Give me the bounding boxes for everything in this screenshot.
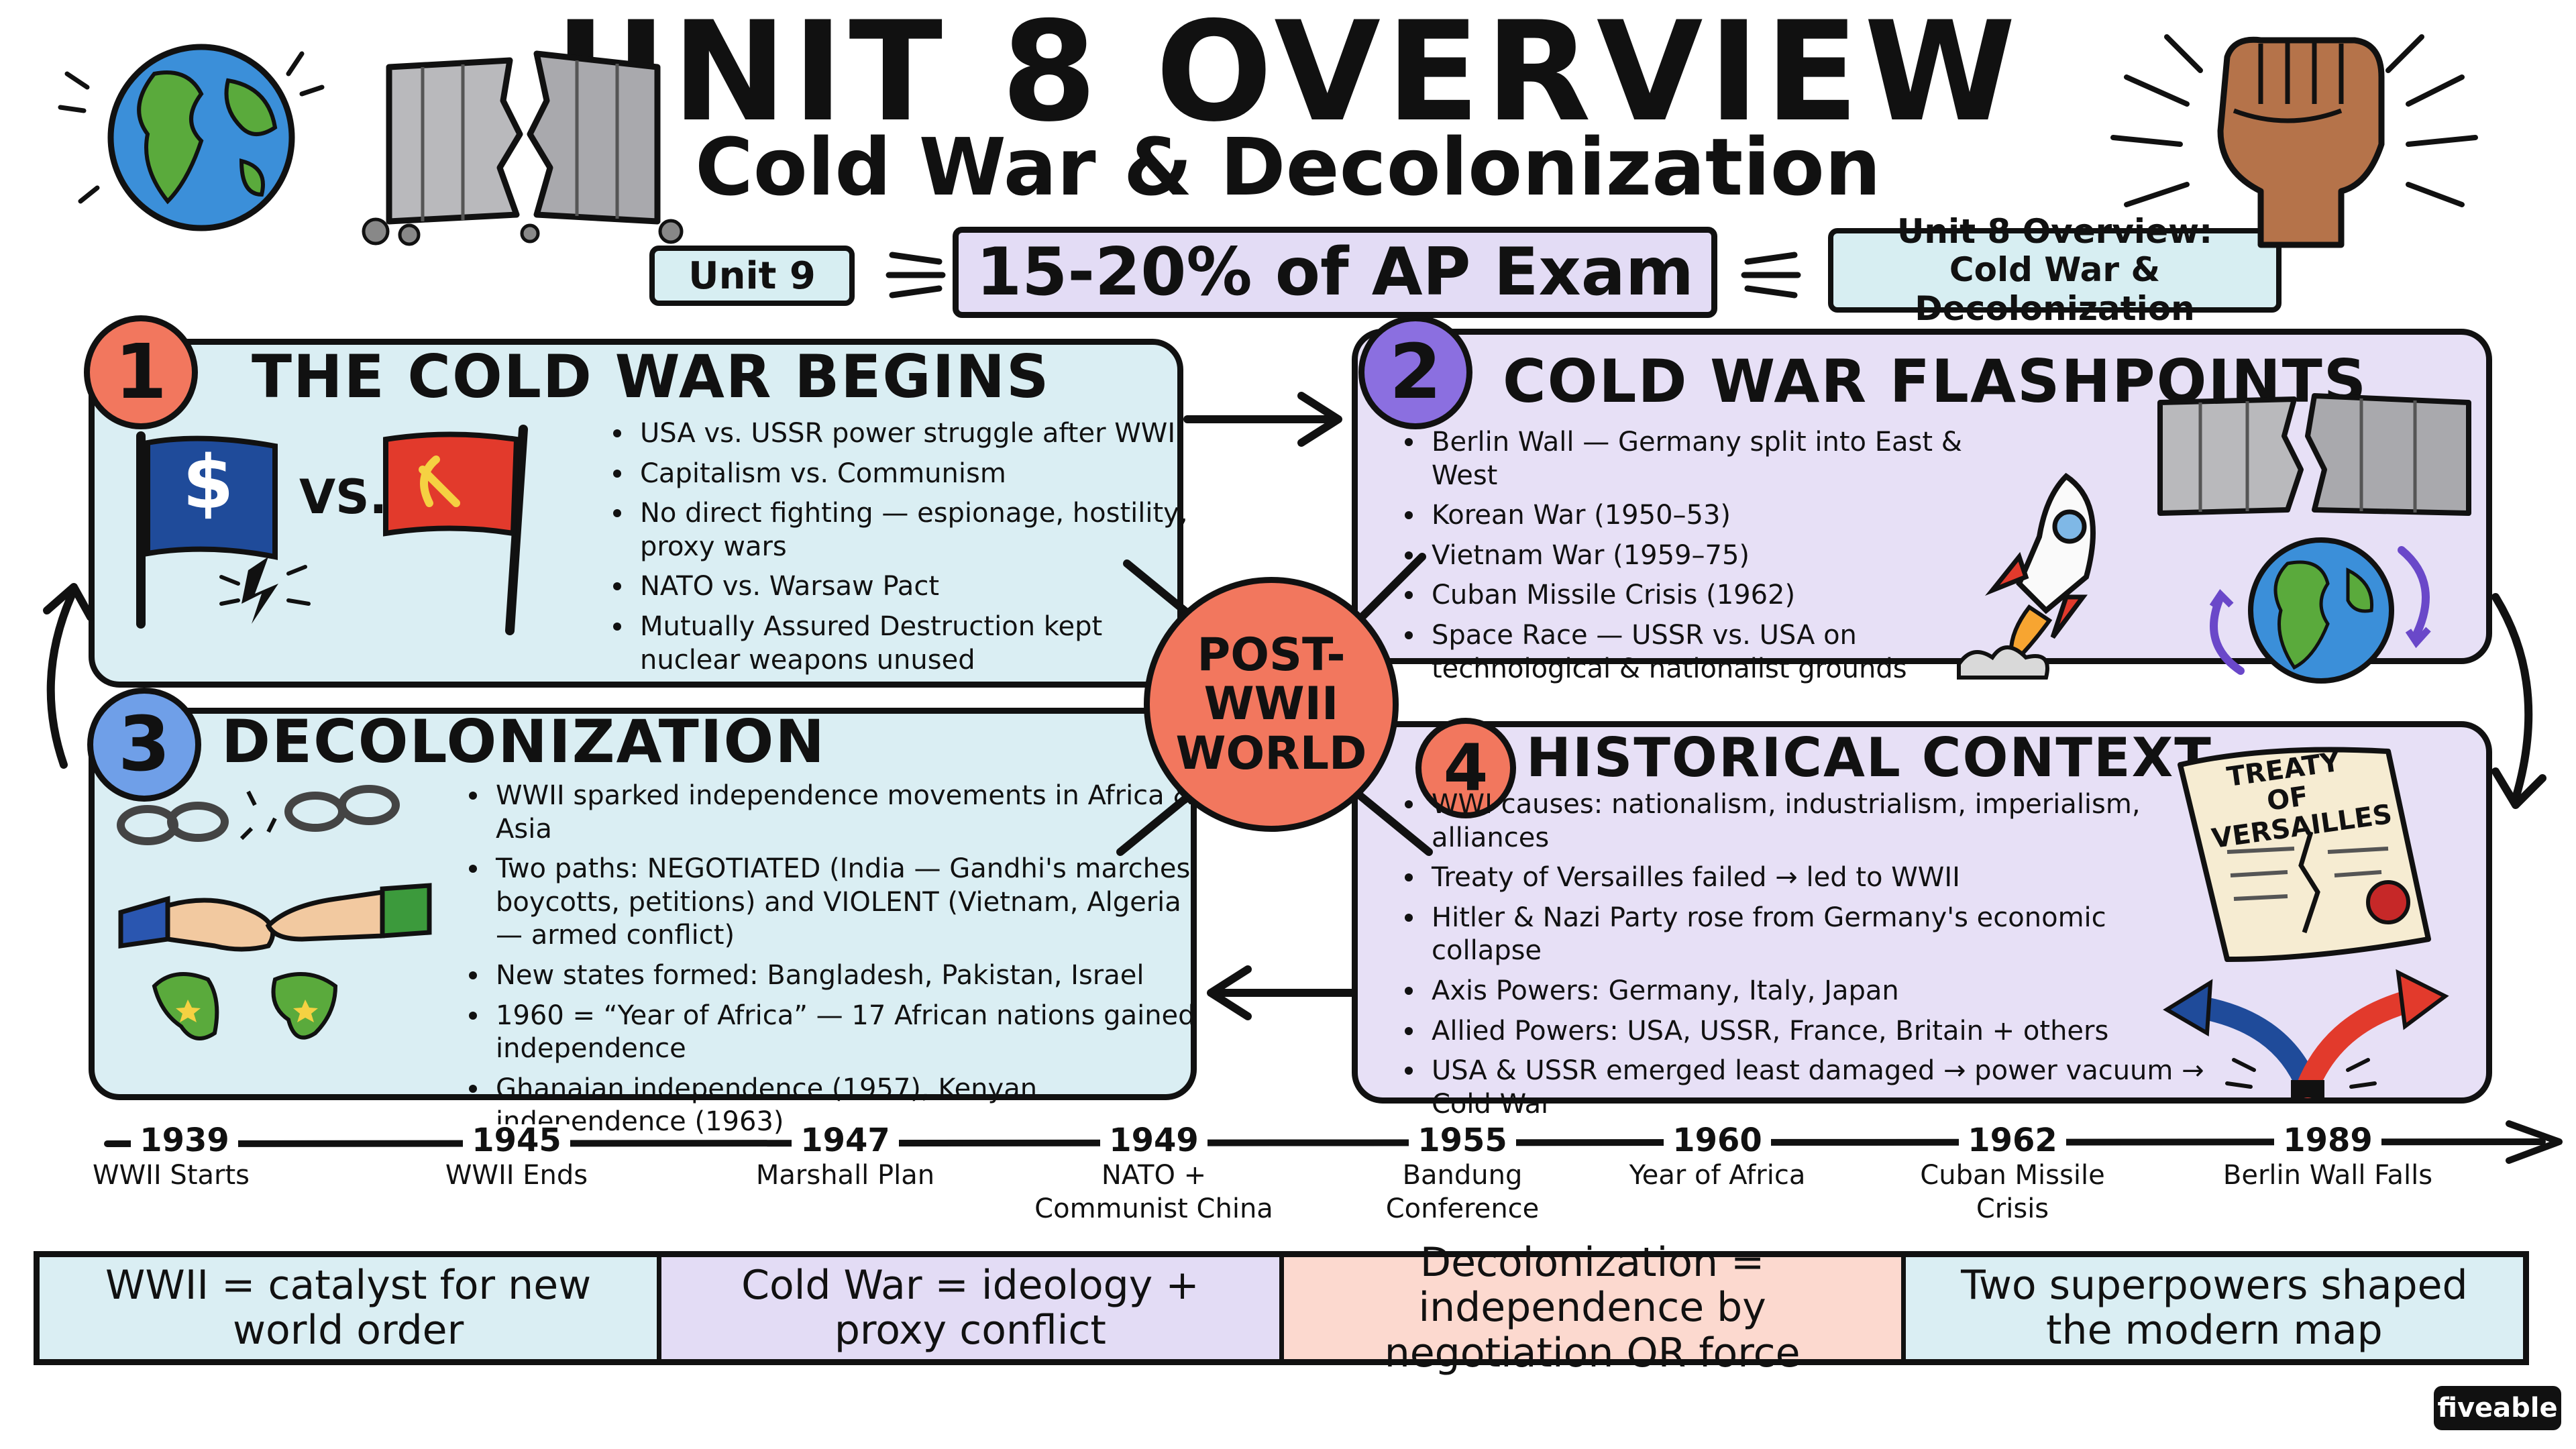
timeline-label: WWII Ends	[445, 1160, 588, 1191]
list-item: Vietnam War (1959–75)	[1405, 539, 1995, 573]
berlin-wall-icon	[2157, 393, 2471, 516]
list-item: Two paths: NEGOTIATED (India — Gandhi's …	[469, 853, 1207, 953]
brand-logo: fiveable	[2434, 1386, 2561, 1430]
timeline-event: 1949	[1100, 1124, 1208, 1157]
arrow-up-icon	[43, 583, 95, 769]
timeline-label: Bandung Conference	[1385, 1160, 1540, 1224]
summary-strip: WWII = catalyst for new world order Cold…	[34, 1240, 2529, 1375]
bullet-list-flashpoints: Berlin Wall — Germany split into East & …	[1402, 426, 1995, 692]
page-title: UNIT 8 OVERVIEW	[555, 0, 2021, 152]
section-title-3: DECOLONIZATION	[221, 707, 826, 776]
timeline-event: 1955	[1409, 1124, 1516, 1157]
broken-chains-handshake-africa-icon	[117, 785, 432, 1040]
list-item: New states formed: Bangladesh, Pakistan,…	[469, 959, 1207, 993]
timeline-year: 1947	[792, 1124, 899, 1157]
page-subtitle: Cold War & Decolonization	[695, 121, 1881, 213]
section-title-1: THE COLD WAR BEGINS	[252, 342, 1051, 411]
section-number-4: 4	[1415, 718, 1516, 818]
timeline-label: WWII Starts	[93, 1160, 250, 1191]
timeline-label: Cuban Missile Crisis	[1920, 1160, 2105, 1224]
emphasis-lines-icon	[885, 252, 946, 299]
timeline-year: 1960	[1664, 1124, 1771, 1157]
berlin-wall-icon	[362, 50, 684, 246]
diverging-arrows-icon	[2163, 969, 2449, 1098]
section-title-4: HISTORICAL CONTEXT	[1526, 727, 2212, 789]
unit-tag-line1: Unit 8 Overview:	[1896, 211, 2213, 251]
summary-cell: WWII = catalyst for new world order	[40, 1257, 657, 1359]
bullet-list-historical-context: WWI causes: nationalism, industrialism, …	[1402, 788, 2216, 1128]
hub-connector-lines	[1116, 553, 1433, 856]
list-item: Mutually Assured Destruction kept nuclea…	[613, 610, 1197, 677]
timeline-label: Marshall Plan	[755, 1160, 935, 1191]
raised-fist-icon	[2110, 34, 2478, 248]
timeline-label: Year of Africa	[1629, 1160, 1806, 1191]
list-item: NATO vs. Warsaw Pact	[613, 570, 1197, 604]
section-number-1: 1	[84, 315, 198, 429]
post-wwii-world-hub: POST- WWII WORLD	[1144, 577, 1399, 832]
timeline-event: 1945	[463, 1124, 570, 1157]
list-item: Berlin Wall — Germany split into East & …	[1405, 426, 1995, 492]
summary-cell: Two superpowers shaped the modern map	[1900, 1257, 2523, 1359]
summary-cell: Cold War = ideology + proxy conflict	[657, 1257, 1279, 1359]
rocket-icon	[1957, 472, 2096, 680]
summary-cell: Decolonization = independence by negotia…	[1279, 1240, 1901, 1375]
timeline-label: Berlin Wall Falls	[2222, 1160, 2433, 1191]
panel-cold-war-begins	[89, 339, 1183, 688]
globe-rotation-icon	[2209, 537, 2431, 684]
timeline-year: 1955	[1409, 1124, 1516, 1157]
vs-label: VS.	[299, 470, 388, 525]
list-item: Korean War (1950–53)	[1405, 499, 1995, 533]
section-number-3: 3	[87, 688, 201, 802]
timeline-year: 1939	[131, 1124, 238, 1157]
list-item: WWII sparked independence movements in A…	[469, 780, 1207, 846]
timeline-event: 1962	[1959, 1124, 2066, 1157]
emphasis-lines-icon	[1741, 252, 1801, 299]
timeline-event: 1939	[131, 1124, 238, 1157]
globe-icon	[58, 44, 325, 231]
list-item: Hitler & Nazi Party rose from Germany's …	[1405, 902, 2216, 968]
bullet-list-decolonization: WWII sparked independence movements in A…	[466, 780, 1207, 1146]
arrow-down-icon	[2491, 593, 2546, 809]
timeline-event: 1947	[792, 1124, 899, 1157]
dollar-sign: $	[182, 439, 234, 525]
list-item: Space Race — USSR vs. USA on technologic…	[1405, 619, 1995, 686]
list-item: USA & USSR emerged least damaged → power…	[1405, 1055, 2216, 1121]
timeline-label: NATO + Communist China	[1034, 1160, 1273, 1224]
list-item: Treaty of Versailles failed → led to WWI…	[1405, 861, 2216, 895]
arrow-right-icon	[1183, 392, 1342, 447]
timeline-year: 1949	[1100, 1124, 1208, 1157]
exam-weight-banner: 15-20% of AP Exam	[953, 227, 1717, 318]
section-number-2: 2	[1358, 315, 1472, 429]
list-item: USA vs. USSR power struggle after WWII	[613, 417, 1197, 451]
timeline-event: 1960	[1664, 1124, 1771, 1157]
list-item: 1960 = “Year of Africa” — 17 African nat…	[469, 1000, 1207, 1066]
list-item: No direct fighting — espionage, hostilit…	[613, 497, 1197, 564]
bullet-list-cold-war-begins: USA vs. USSR power struggle after WWII C…	[610, 417, 1197, 684]
timeline-event: 1989	[2274, 1124, 2381, 1157]
timeline-year: 1962	[1959, 1124, 2066, 1157]
unit-tag-line2: Cold War & Decolonization	[1915, 250, 2195, 328]
list-item: Allied Powers: USA, USSR, France, Britai…	[1405, 1015, 2216, 1049]
treaty-document-icon	[2178, 747, 2431, 962]
prev-unit-tag: Unit 9	[649, 246, 855, 306]
list-item: Axis Powers: Germany, Italy, Japan	[1405, 975, 2216, 1008]
arrow-left-icon	[1207, 965, 1356, 1020]
panel-decolonization	[89, 708, 1197, 1100]
usa-ussr-flags-icon	[136, 425, 528, 635]
timeline-year: 1945	[463, 1124, 570, 1157]
list-item: WWI causes: nationalism, industrialism, …	[1405, 788, 2216, 855]
unit-overview-tag: Unit 8 Overview: Cold War & Decolonizati…	[1828, 212, 2282, 328]
timeline-year: 1989	[2274, 1124, 2381, 1157]
list-item: Cuban Missile Crisis (1962)	[1405, 579, 1995, 612]
list-item: Capitalism vs. Communism	[613, 458, 1197, 491]
